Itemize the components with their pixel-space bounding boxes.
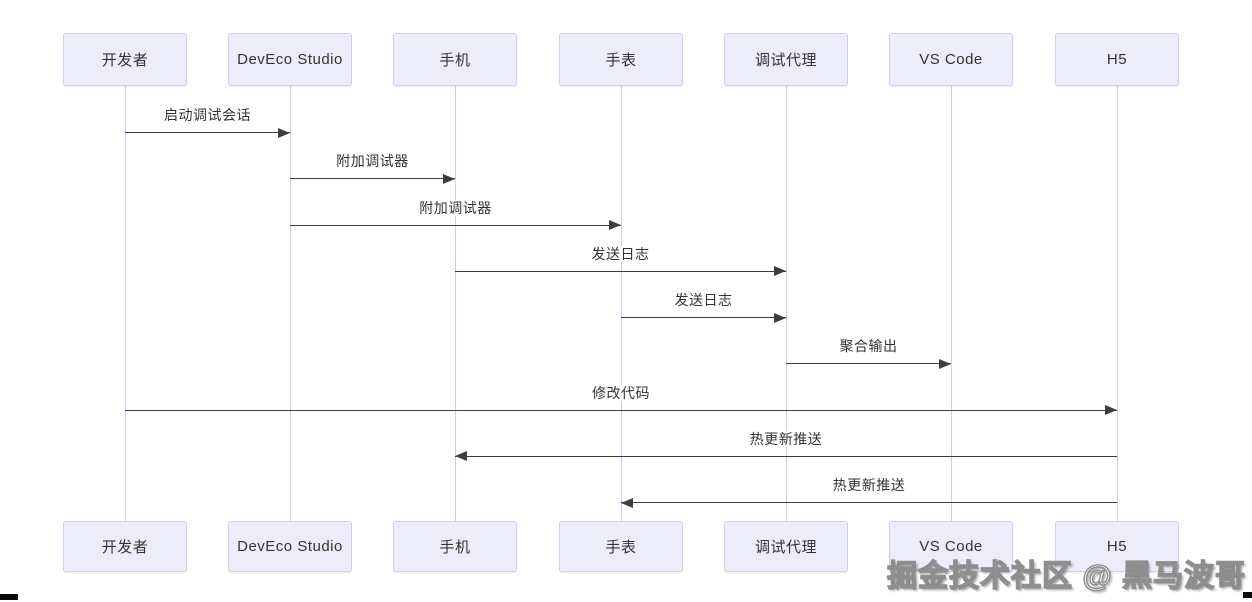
participant-box-bottom: 开发者	[63, 521, 187, 572]
participant-label: VS Code	[919, 538, 983, 555]
lifeline	[950, 86, 952, 521]
arrowhead-icon	[939, 358, 951, 369]
message-label: 附加调试器	[334, 153, 411, 170]
message-arrow-line	[455, 270, 786, 272]
message-arrow-line	[290, 178, 455, 180]
participant-label: VS Code	[919, 51, 983, 68]
participant-box-top: VS Code	[889, 33, 1013, 86]
message-arrow-line	[621, 502, 1117, 503]
crop-artifact-left	[0, 594, 18, 600]
message-arrow-line	[125, 132, 290, 133]
arrowhead-icon	[278, 127, 290, 138]
arrowhead-icon	[1105, 405, 1117, 415]
arrowhead-icon	[774, 312, 786, 323]
participant-label: 开发者	[101, 52, 149, 69]
participant-box-bottom: H5	[1055, 521, 1179, 572]
arrowhead-icon	[621, 497, 633, 508]
lifeline	[289, 86, 291, 521]
participant-box-top: DevEco Studio	[228, 33, 352, 86]
participant-label: DevEco Studio	[237, 538, 343, 555]
participant-box-top: 调试代理	[724, 33, 848, 86]
participant-label: 调试代理	[754, 539, 817, 556]
message-label: 发送日志	[672, 292, 735, 308]
participant-label: 手表	[605, 539, 637, 556]
participant-label: 开发者	[101, 539, 149, 556]
lifeline	[124, 86, 126, 521]
message-label: 发送日志	[589, 245, 652, 262]
lifeline	[620, 86, 622, 521]
participant-label: H5	[1106, 51, 1128, 68]
participant-box-bottom: 手机	[393, 521, 517, 572]
lifeline	[1116, 86, 1118, 521]
participant-label: DevEco Studio	[237, 51, 343, 68]
participant-box-top: H5	[1055, 33, 1179, 86]
crop-artifact-right	[1243, 592, 1252, 598]
arrowhead-icon	[609, 220, 621, 230]
participant-box-top: 手表	[559, 33, 683, 86]
message-label: 附加调试器	[417, 199, 494, 216]
participant-label: H5	[1106, 538, 1128, 555]
message-label: 启动调试会话	[162, 107, 253, 123]
arrowhead-icon	[774, 266, 786, 277]
arrowhead-icon	[443, 173, 455, 184]
message-label: 热更新推送	[830, 477, 908, 493]
message-arrow-line	[125, 409, 1117, 411]
participant-label: 手表	[605, 52, 637, 69]
participant-label: 调试代理	[754, 52, 817, 69]
participant-box-top: 开发者	[63, 33, 187, 86]
message-arrow-line	[786, 363, 951, 365]
message-arrow-line	[290, 224, 621, 226]
participant-box-bottom: 手表	[559, 521, 683, 572]
participant-box-bottom: 调试代理	[724, 521, 848, 572]
lifeline	[785, 86, 787, 521]
message-label: 修改代码	[590, 384, 652, 401]
participant-label: 手机	[439, 539, 471, 556]
message-label: 聚合输出	[837, 338, 900, 355]
participant-box-top: 手机	[393, 33, 517, 86]
message-arrow-line	[621, 317, 786, 318]
watermark: 掘金技术社区 @ 黑马波哥	[886, 559, 1246, 593]
message-label: 热更新推送	[747, 430, 825, 447]
arrowhead-icon	[455, 451, 467, 462]
lifeline	[454, 86, 456, 521]
participant-box-bottom: DevEco Studio	[228, 521, 352, 572]
message-arrow-line	[455, 455, 1117, 457]
participant-box-bottom: VS Code	[889, 521, 1013, 572]
participant-label: 手机	[439, 52, 471, 69]
